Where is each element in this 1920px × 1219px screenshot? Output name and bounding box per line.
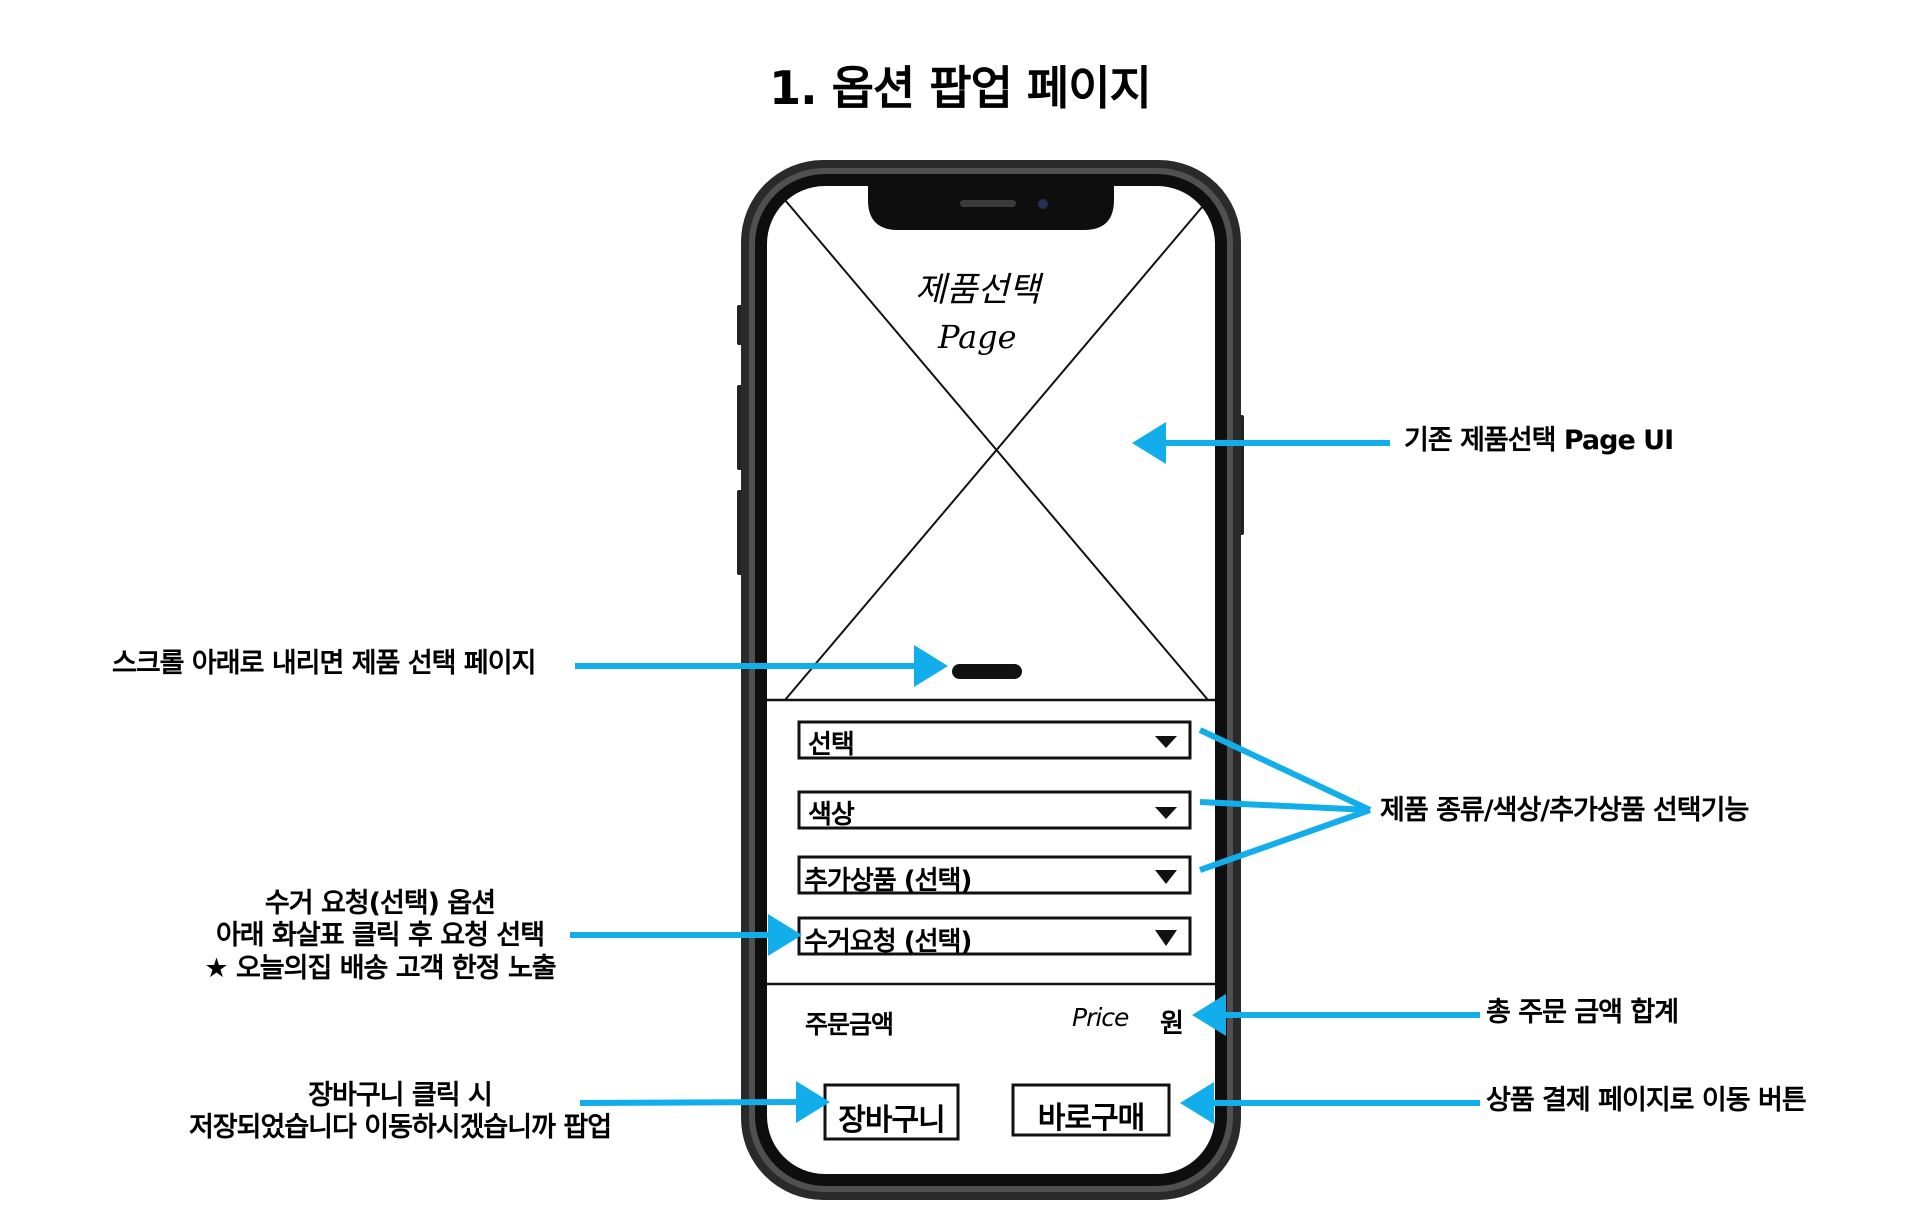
- dropdown-box: [797, 855, 1192, 895]
- cart-button[interactable]: 장바구니: [838, 1103, 945, 1138]
- annotation-checkout: 상품 결제 페이지로 이동 버튼: [1486, 1085, 1807, 1116]
- dropdown-pickup[interactable]: 수거요청 (선택): [804, 927, 972, 957]
- drag-handle: [952, 664, 1022, 679]
- chevron-down-icon: [1155, 930, 1177, 946]
- buy-button-box: [1011, 1083, 1171, 1137]
- annotation-cart-line: 장바구니 클릭 시: [308, 1080, 493, 1111]
- chevron-down-icon: [1155, 807, 1177, 819]
- dropdown-color[interactable]: 색상: [808, 800, 855, 830]
- price-value: Price: [1072, 1003, 1129, 1032]
- annotation-pickup-line: ★ 오늘의집 배송 고객 한정 노출: [204, 952, 556, 984]
- arrow-head: [1192, 994, 1226, 1036]
- arrow-head: [914, 645, 948, 687]
- placeholder-cross-line: [784, 199, 1209, 701]
- arrow-head: [768, 914, 802, 956]
- connector-line: [1198, 727, 1372, 813]
- arrow-head: [796, 1081, 830, 1123]
- dropdown-type[interactable]: 선택: [808, 730, 855, 760]
- buy-now-button[interactable]: 바로구매: [1037, 1101, 1145, 1136]
- placeholder-title: 제품선택: [915, 270, 1041, 310]
- arrow-head: [1180, 1082, 1214, 1124]
- connector-line: [1199, 807, 1371, 873]
- chevron-down-icon: [1155, 736, 1177, 748]
- annotation-cart-line: 저장되었습니다 이동하시겠습니까 팝업: [188, 1112, 612, 1144]
- page-title: 1. 옵션 팝업 페이지: [769, 61, 1152, 115]
- connector-line: [1199, 799, 1371, 813]
- speaker: [960, 200, 1016, 207]
- annotation-scroll: 스크롤 아래로 내리면 제품 선택 페이지: [112, 648, 536, 679]
- phone-screen: [767, 186, 1215, 1174]
- annotation-selection: 제품 종류/색상/추가상품 선택기능: [1380, 795, 1749, 826]
- dropdown-box: [797, 720, 1192, 760]
- annotation-pickup: 수거 요청(선택) 옵션 아래 화살표 클릭 후 요청 선택 ★ 오늘의집 배송…: [170, 888, 590, 985]
- dropdown-addon[interactable]: 추가상품 (선택): [804, 866, 972, 896]
- annotation-total: 총 주문 금액 합계: [1486, 997, 1679, 1028]
- arrow-head: [1132, 422, 1166, 464]
- arrow-line: [579, 1099, 801, 1106]
- cart-button-box: [823, 1083, 960, 1141]
- annotation-pickup-line: 아래 화살표 클릭 후 요청 선택: [215, 920, 545, 952]
- chevron-down-icon: [1155, 870, 1177, 884]
- dropdown-box: [797, 790, 1192, 830]
- phone-notch: [868, 186, 1114, 230]
- annotation-cart: 장바구니 클릭 시 저장되었습니다 이동하시겠습니까 팝업: [160, 1080, 640, 1145]
- annotation-existing-page: 기존 제품선택 Page UI: [1404, 425, 1674, 456]
- placeholder-subtitle: Page: [938, 318, 1017, 356]
- currency-label: 원: [1160, 1009, 1184, 1039]
- total-label: 주문금액: [805, 1010, 894, 1039]
- camera-icon: [1038, 199, 1048, 209]
- annotation-pickup-line: 수거 요청(선택) 옵션: [264, 888, 496, 919]
